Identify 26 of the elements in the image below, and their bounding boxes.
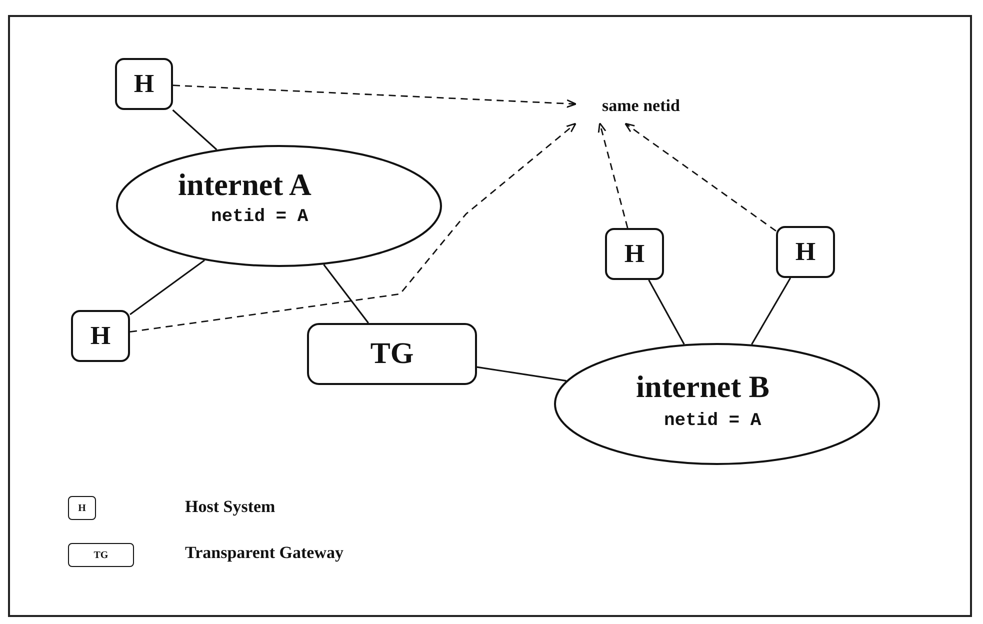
legend-text: Transparent Gateway — [185, 543, 344, 563]
dashed-arrow — [624, 122, 776, 232]
netid-label: netid = A — [664, 411, 762, 431]
connector-line — [323, 264, 369, 324]
legend-text: Host System — [185, 497, 276, 517]
network-ellipse — [554, 343, 880, 465]
dashed-arrow — [598, 122, 628, 228]
connector-line — [648, 280, 685, 345]
netid-label: netid = A — [211, 207, 308, 227]
host-box: H — [605, 228, 664, 280]
network-name: internet A — [178, 167, 312, 203]
network-name: internet B — [636, 369, 770, 405]
connector-line — [172, 109, 218, 150]
legend-key: H — [68, 496, 96, 520]
host-box: H — [71, 310, 130, 362]
connector-line — [476, 366, 566, 382]
dashed-arrow — [172, 84, 577, 108]
host-box: H — [115, 58, 173, 110]
gateway-box: TG — [307, 323, 477, 385]
target-label: same netid — [577, 92, 705, 120]
network-ellipse — [116, 145, 442, 267]
legend-key: TG — [68, 543, 134, 567]
dashed-arrow — [130, 122, 576, 333]
connector-line — [130, 260, 205, 316]
host-box: H — [776, 226, 835, 278]
connector-line — [751, 278, 792, 345]
